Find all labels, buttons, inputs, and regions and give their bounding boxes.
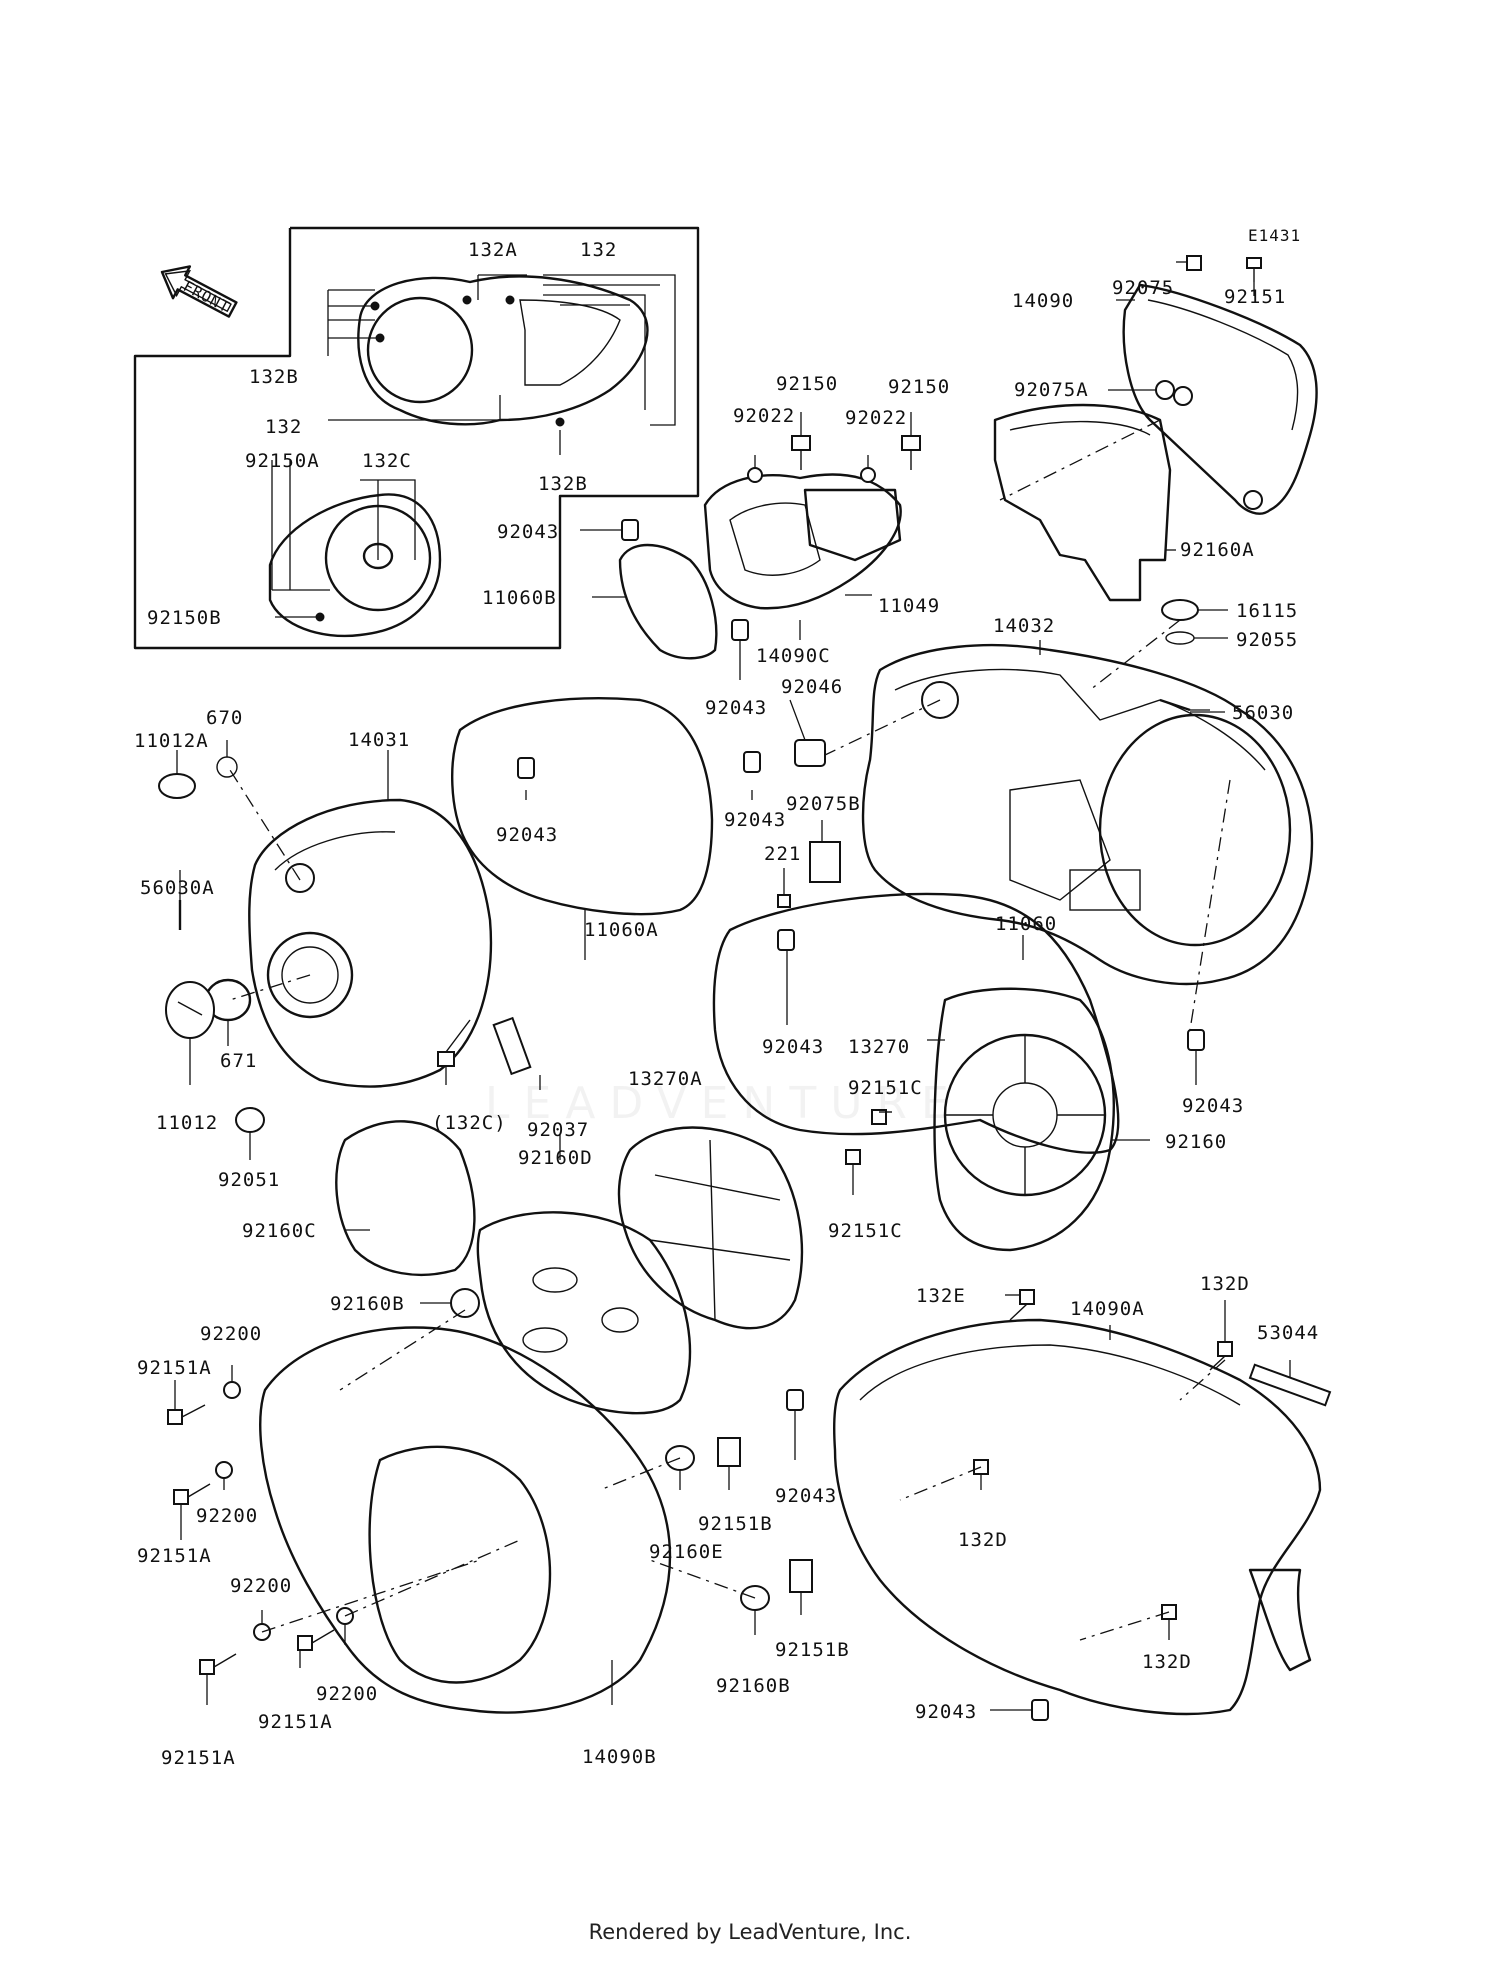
label-92150B: 92150B <box>147 607 222 629</box>
label-132D: 132D <box>1200 1273 1250 1295</box>
leader-lines <box>174 261 1291 1711</box>
gasket-13270A <box>617 1126 804 1330</box>
gasket-92160A <box>993 403 1172 602</box>
label-92160E: 92160E <box>649 1541 724 1563</box>
label-11049: 11049 <box>878 595 940 617</box>
label-92200: 92200 <box>230 1575 292 1597</box>
label-56030: 56030 <box>1232 702 1294 724</box>
label-14090A: 14090A <box>1070 1298 1145 1320</box>
cover-14090C <box>703 473 902 610</box>
label-92160B: 92160B <box>330 1293 405 1315</box>
label-92075A: 92075A <box>1014 379 1089 401</box>
label-92043: 92043 <box>775 1485 837 1507</box>
label-92043: 92043 <box>724 809 786 831</box>
crankcase-cover-14032 <box>861 644 1314 986</box>
label-92037: 92037 <box>527 1119 589 1141</box>
label-92151C: 92151C <box>828 1220 903 1242</box>
label-132B: 132B <box>249 366 299 388</box>
gasket-92160C <box>335 1120 476 1276</box>
label-92151A: 92151A <box>161 1747 236 1769</box>
label-92022: 92022 <box>733 405 795 427</box>
label-671: 671 <box>220 1050 257 1072</box>
label-92200: 92200 <box>316 1683 378 1705</box>
label-92151A: 92151A <box>137 1545 212 1567</box>
label-11060B: 11060B <box>482 587 557 609</box>
label-16115: 16115 <box>1236 600 1298 622</box>
label-53044: 53044 <box>1257 1322 1319 1344</box>
label-14032: 14032 <box>993 615 1055 637</box>
label-14090: 14090 <box>1012 290 1074 312</box>
alignment-lines <box>229 419 1231 1641</box>
label-132C: 132C <box>362 450 412 472</box>
diagram-code: E1431 <box>1248 226 1302 245</box>
label-13270A: 13270A <box>628 1068 703 1090</box>
label-92151B: 92151B <box>698 1513 773 1535</box>
label-92043: 92043 <box>1182 1095 1244 1117</box>
label-92075B: 92075B <box>786 793 861 815</box>
label-92200: 92200 <box>200 1323 262 1345</box>
label-132D: 132D <box>1142 1651 1192 1673</box>
inset-clutch-cover-outline <box>357 275 649 426</box>
label-56030A: 56030A <box>140 877 215 899</box>
footer-credit: Rendered by LeadVenture, Inc. <box>588 1920 912 1944</box>
outer-cover-14090A <box>833 1318 1322 1716</box>
label-92043: 92043 <box>762 1036 824 1058</box>
label-92051: 92051 <box>218 1169 280 1191</box>
label-132A: 132A <box>468 239 518 261</box>
label-92150: 92150 <box>888 376 950 398</box>
label-92022: 92022 <box>845 407 907 429</box>
outer-cover-14090 <box>1122 283 1318 515</box>
label-92151B: 92151B <box>775 1639 850 1661</box>
label-92043: 92043 <box>705 697 767 719</box>
plate-11049 <box>803 488 902 562</box>
label-92055: 92055 <box>1236 629 1298 651</box>
label-670: 670 <box>206 707 243 729</box>
front-arrow-icon: FRONT <box>160 265 238 318</box>
label-92150: 92150 <box>776 373 838 395</box>
label-14090C: 14090C <box>756 645 831 667</box>
label-14031: 14031 <box>348 729 410 751</box>
label-132B: 132B <box>538 473 588 495</box>
label-14090B: 14090B <box>582 1746 657 1768</box>
label-92160A: 92160A <box>1180 539 1255 561</box>
outer-cover-14090B <box>259 1326 672 1714</box>
label-92151: 92151 <box>1224 286 1286 308</box>
label-11060A: 11060A <box>584 919 659 941</box>
label-132: 132 <box>265 416 302 438</box>
label-92160C: 92160C <box>242 1220 317 1242</box>
label-132D: 132D <box>958 1529 1008 1551</box>
label-13270: 13270 <box>848 1036 910 1058</box>
label-132: 132 <box>580 239 617 261</box>
cover-14031 <box>248 798 493 1088</box>
label-92151C: 92151C <box>848 1077 923 1099</box>
gasket-11060 <box>712 892 1120 1154</box>
label-92151A: 92151A <box>258 1711 333 1733</box>
label-92043: 92043 <box>915 1701 977 1723</box>
label-132E: 132E <box>916 1285 966 1307</box>
label-92043: 92043 <box>496 824 558 846</box>
label-221: 221 <box>764 843 801 865</box>
label-11012: 11012 <box>156 1112 218 1134</box>
inset-box: FRONT <box>133 226 700 650</box>
label-11012A: 11012A <box>134 730 209 752</box>
label-92160D: 92160D <box>518 1147 593 1169</box>
label-92043: 92043 <box>497 521 559 543</box>
label-92151A: 92151A <box>137 1357 212 1379</box>
label-132C-paren: (132C) <box>432 1112 507 1134</box>
label-92150A: 92150A <box>245 450 320 472</box>
gasket-92160D <box>476 1211 692 1415</box>
label-92160: 92160 <box>1165 1131 1227 1153</box>
label-92160B: 92160B <box>716 1675 791 1697</box>
part-labels: 132A 132 132B 132 132B 92150A 132C 92150… <box>134 239 1319 1769</box>
label-92075: 92075 <box>1112 277 1174 299</box>
label-92046: 92046 <box>781 676 843 698</box>
label-11060: 11060 <box>995 913 1057 935</box>
gasket-11060A <box>451 697 714 916</box>
cover-13270 <box>933 987 1115 1252</box>
label-92200: 92200 <box>196 1505 258 1527</box>
front-label: FRONT <box>180 277 233 316</box>
gasket-11060B <box>618 543 718 660</box>
